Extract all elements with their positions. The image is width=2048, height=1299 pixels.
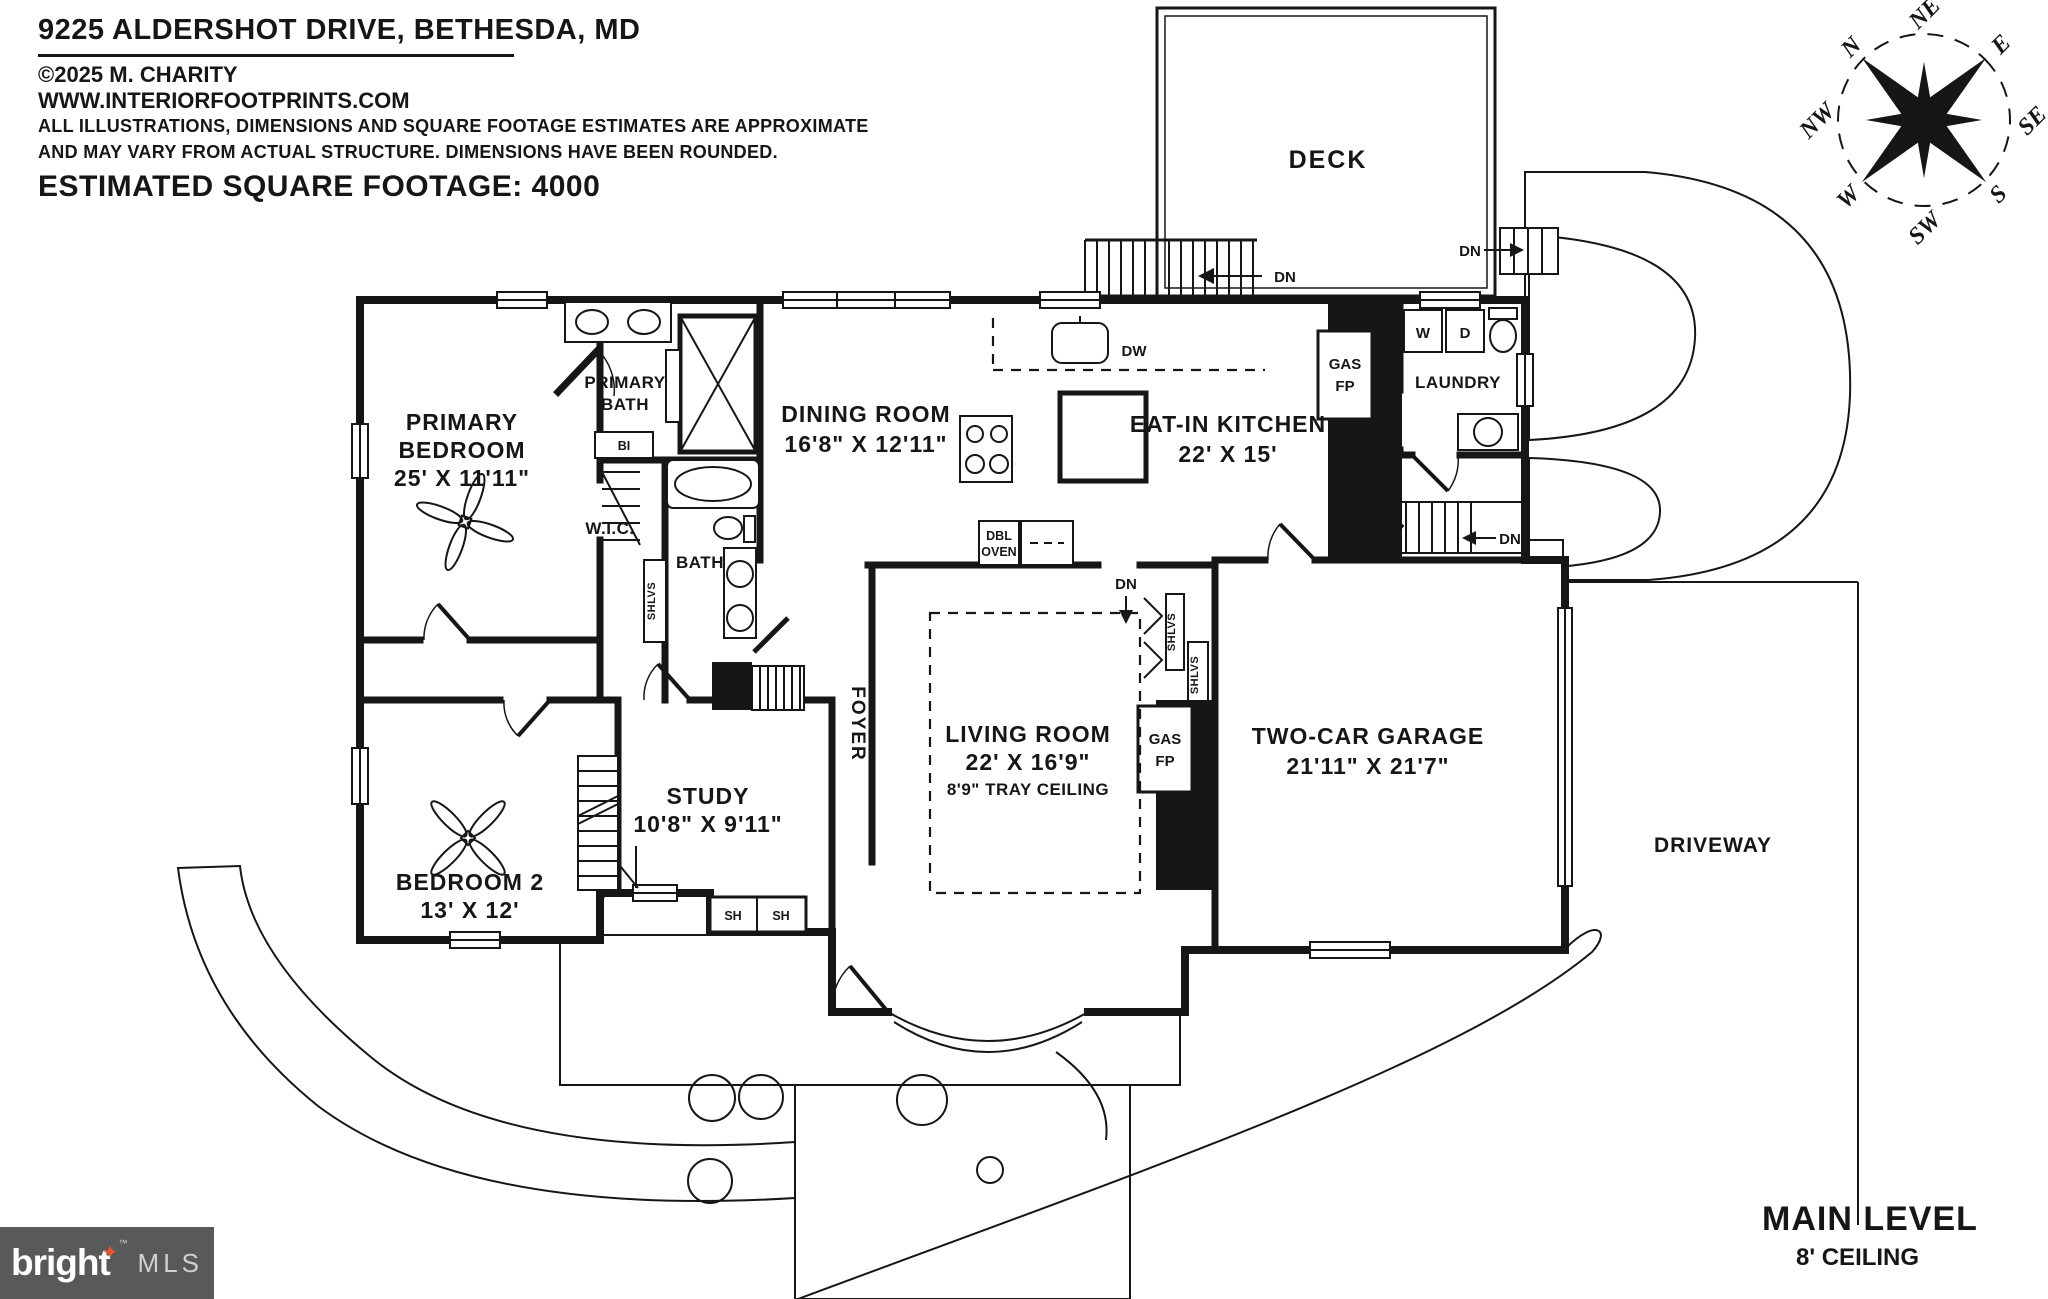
- svg-text:25' X 11'11": 25' X 11'11": [394, 465, 530, 491]
- svg-text:GAS: GAS: [1329, 356, 1362, 373]
- compass-s: S: [1985, 181, 2013, 209]
- bi-label: BI: [618, 439, 631, 453]
- svg-text:SHLVS: SHLVS: [1166, 613, 1178, 651]
- stairs-garage: DN: [1339, 497, 1525, 558]
- shower: [665, 313, 759, 455]
- dining-room-label: DINING ROOM: [781, 401, 950, 427]
- primary-bedroom-label: PRIMARY: [406, 409, 518, 435]
- doors: [423, 349, 1460, 1014]
- svg-text:8'9" TRAY CEILING: 8'9" TRAY CEILING: [947, 780, 1109, 799]
- garage-door: [1557, 607, 1573, 887]
- deck-area: DECK: [1155, 6, 1497, 298]
- stairs-foyer: [712, 662, 805, 711]
- laundry-label: LAUNDRY: [1415, 373, 1501, 392]
- laundry-fixtures: W D: [1403, 307, 1519, 451]
- kitchen-island: [1057, 390, 1149, 484]
- wic-label: W.I.C.: [585, 519, 634, 538]
- svg-text:10'8" X 9'11": 10'8" X 9'11": [633, 811, 782, 837]
- dryer-label: D: [1460, 325, 1471, 342]
- stairs-basement-strip: [577, 755, 619, 891]
- logo-suffix-text: MLS: [137, 1247, 204, 1278]
- double-oven: DBL OVEN: [978, 520, 1074, 566]
- wic-shlvs-label: SHLVS: [646, 582, 658, 620]
- svg-text:21'11" X 21'7": 21'11" X 21'7": [1286, 753, 1449, 779]
- garage-stairs-dn-label: DN: [1499, 531, 1521, 548]
- range: [959, 415, 1013, 483]
- deck-stairs-right: DN: [1459, 227, 1559, 275]
- garage-label: TWO-CAR GARAGE: [1252, 723, 1484, 749]
- level-title: MAIN LEVEL: [1762, 1200, 1978, 1238]
- compass-rose: N NE E SE S SW W NW: [1794, 0, 2048, 250]
- pantry-closets: SHLVS SHLVS: [1143, 593, 1209, 709]
- windows: [351, 291, 1573, 959]
- logo-brand-text: bright: [10, 1242, 111, 1283]
- built-in: BI: [594, 431, 654, 459]
- ceiling-note: 8' CEILING: [1796, 1244, 1920, 1271]
- svg-text:BATH: BATH: [601, 395, 649, 414]
- washer-label: W: [1416, 325, 1431, 342]
- kitchen-label: EAT-IN KITCHEN: [1130, 411, 1326, 437]
- logo-tm-mark: ™: [118, 1238, 128, 1248]
- kitchen-dn-label: DN: [1115, 576, 1137, 593]
- primary-bath-label: PRIMARY: [584, 373, 665, 392]
- house-floor: [360, 300, 1565, 1012]
- deck-stairs-dn-label: DN: [1274, 269, 1296, 286]
- stone-walkway-right: [1524, 171, 1852, 581]
- bedroom2-label: BEDROOM 2: [396, 869, 544, 895]
- copyright: ©2025 M. CHARITY: [38, 62, 238, 87]
- room-labels: PRIMARY BEDROOM 25' X 11'11" PRIMARY BAT…: [394, 373, 1501, 923]
- compass-e: E: [1986, 30, 2016, 60]
- foyer-label: FOYER: [847, 686, 868, 761]
- front-porch: [887, 1011, 1108, 1141]
- svg-text:13' X 12': 13' X 12': [420, 897, 519, 923]
- sh-closets: SH SH: [708, 895, 808, 934]
- svg-text:OVEN: OVEN: [981, 545, 1016, 559]
- svg-text:FP: FP: [1335, 378, 1354, 395]
- living-room-label: LIVING ROOM: [945, 721, 1111, 747]
- hall-bath-fixtures: [666, 459, 760, 639]
- tray-ceiling-outline: [928, 611, 1142, 895]
- disclaimer-line-1: ALL ILLUSTRATIONS, DIMENSIONS AND SQUARE…: [38, 116, 869, 136]
- ceiling-fan-bedroom2: [430, 800, 506, 876]
- primary-bath-fixtures: BI: [564, 301, 759, 459]
- bath-label: BATH: [676, 553, 724, 572]
- svg-text:16'8" X 12'11": 16'8" X 12'11": [784, 431, 947, 457]
- compass-se: SE: [2013, 101, 2048, 140]
- driveway-area: DRIVEWAY: [797, 581, 1859, 1299]
- living-fireplace: GAS FP: [1136, 700, 1216, 890]
- compass-nw: NW: [1794, 97, 1842, 145]
- driveway-label: DRIVEWAY: [1654, 834, 1772, 857]
- compass-ne: NE: [1903, 0, 1946, 35]
- kitchen-sink: [1051, 316, 1109, 364]
- stone-walkway-left: [176, 864, 796, 1202]
- walkway-dn-label: DN: [1459, 243, 1481, 260]
- square-footage: ESTIMATED SQUARE FOOTAGE: 4000: [38, 170, 601, 203]
- svg-text:22' X 16'9": 22' X 16'9": [966, 749, 1091, 775]
- logo-star-icon: ✦: [101, 1241, 119, 1264]
- study-label: STUDY: [667, 783, 750, 809]
- kitchen-fixtures: DW DBL OVEN DN: [959, 316, 1265, 624]
- ceiling-fan-primary: [415, 472, 515, 572]
- svg-text:DBL: DBL: [986, 529, 1012, 543]
- compass-sw: SW: [1904, 206, 1948, 250]
- svg-text:FP: FP: [1155, 753, 1174, 770]
- bright-mls-logo: bright ✦ ™ MLS: [0, 1227, 214, 1299]
- page-title: 9225 ALDERSHOT DRIVE, BETHESDA, MD: [38, 14, 641, 46]
- compass-w: W: [1832, 179, 1867, 214]
- title-underline: [38, 54, 514, 57]
- dishwasher-label: DW: [1122, 343, 1148, 360]
- sh-label-1: SH: [724, 909, 741, 923]
- sh-label-2: SH: [772, 909, 789, 923]
- website: WWW.INTERIORFOOTPRINTS.COM: [38, 88, 410, 113]
- deck-label: DECK: [1289, 146, 1368, 174]
- svg-text:SHLVS: SHLVS: [1189, 656, 1201, 694]
- svg-text:22' X 15': 22' X 15': [1178, 441, 1277, 467]
- disclaimer-line-2: AND MAY VARY FROM ACTUAL STRUCTURE. DIME…: [38, 142, 778, 162]
- kitchen-fireplace: GAS FP: [1316, 303, 1402, 561]
- svg-text:BEDROOM: BEDROOM: [398, 437, 525, 463]
- svg-text:GAS: GAS: [1149, 731, 1182, 748]
